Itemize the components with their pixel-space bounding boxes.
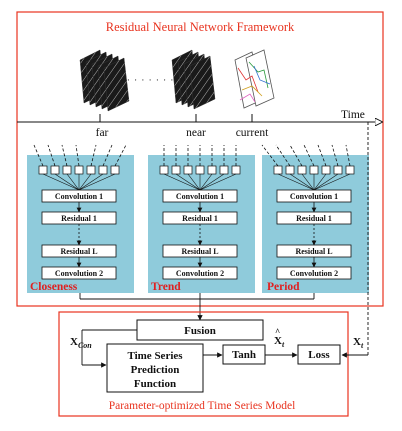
x-con-label: XCon xyxy=(70,336,92,350)
map-stack-current xyxy=(234,49,275,109)
closeness-conv2: Convolution 2 xyxy=(55,269,103,278)
framework-title: Residual Neural Network Framework xyxy=(106,20,295,34)
closeness-label: Closeness xyxy=(30,281,78,293)
period-res1: Residual 1 xyxy=(296,214,332,223)
fusion-to-tsp-connector xyxy=(81,329,137,368)
model-frame xyxy=(58,311,349,417)
closeness-resL: Residual L xyxy=(60,247,97,256)
tsp-box xyxy=(106,343,204,393)
ground-truth-connector xyxy=(341,122,369,358)
current-label: current xyxy=(236,127,269,139)
tsp-line2: Prediction xyxy=(131,364,180,376)
fusion-label: Fusion xyxy=(184,325,216,337)
time-axis-label: Time xyxy=(341,109,365,121)
x-hat-label: Xt xyxy=(274,335,285,349)
closeness-res1: Residual 1 xyxy=(61,214,97,223)
tanh-label: Tanh xyxy=(232,349,256,361)
model-title: Parameter-optimized Time Series Model xyxy=(109,400,296,412)
svg-text:^: ^ xyxy=(275,327,280,337)
near-label: near xyxy=(186,127,206,139)
tsp-line3: Function xyxy=(134,378,176,390)
far-label: far xyxy=(96,127,109,139)
map-stack-far xyxy=(79,49,130,112)
period-conv1: Convolution 1 xyxy=(290,192,338,201)
panel-trend xyxy=(148,145,255,293)
trend-conv2: Convolution 2 xyxy=(176,269,224,278)
trend-resL: Residual L xyxy=(181,247,218,256)
merge-connectors xyxy=(79,293,315,321)
tsp-line1: Time Series xyxy=(127,350,183,362)
period-conv2: Convolution 2 xyxy=(290,269,338,278)
map-stack-near xyxy=(171,49,216,110)
closeness-conv1: Convolution 1 xyxy=(55,192,103,201)
panel-period xyxy=(261,144,369,293)
period-resL: Residual L xyxy=(295,247,332,256)
time-ellipsis: · · · · · · · · xyxy=(120,75,175,85)
loss-label: Loss xyxy=(308,349,330,361)
period-label: Period xyxy=(267,281,300,293)
trend-res1: Residual 1 xyxy=(182,214,218,223)
panel-closeness xyxy=(27,144,134,293)
time-axis xyxy=(17,114,382,122)
trend-label: Trend xyxy=(151,281,181,293)
trend-conv1: Convolution 1 xyxy=(176,192,224,201)
tanh-box xyxy=(222,344,266,365)
loss-box xyxy=(297,344,341,365)
x-t-label: Xt xyxy=(353,336,364,350)
